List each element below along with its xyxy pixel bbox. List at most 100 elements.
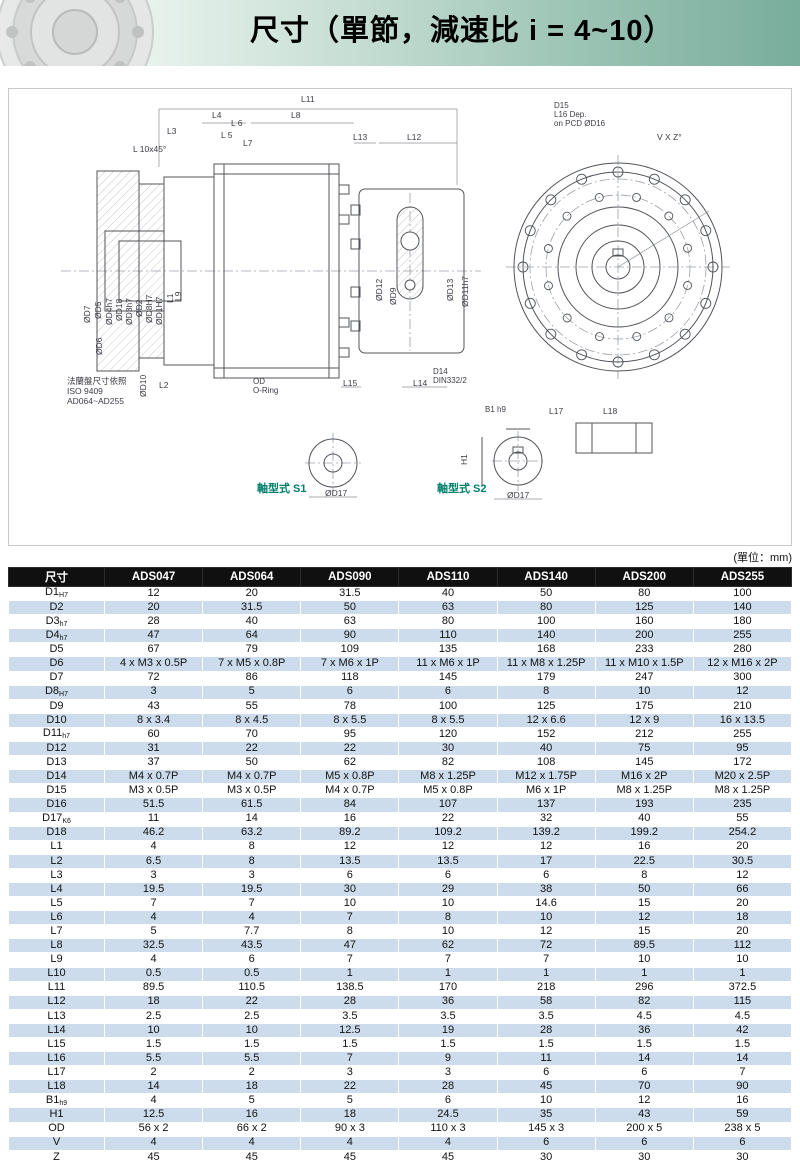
table-cell: 22.5 (594, 853, 694, 869)
table-cell: 255 (692, 726, 793, 743)
shaft-type-s1-label: 軸型式 S1 (257, 483, 307, 495)
table-cell: 6 (398, 1093, 498, 1109)
row-label: L3 (8, 867, 105, 883)
table-cell: 200 (594, 628, 694, 644)
table-cell: 235 (692, 797, 793, 813)
table-cell: 6 (202, 952, 302, 968)
table-cell: 372.5 (692, 980, 793, 996)
table-cell: 16 x 13.5 (692, 712, 793, 728)
table-cell: M12 x 1.75P (496, 769, 596, 785)
shaft-s2-view (481, 428, 543, 486)
table-cell: 22 (202, 994, 302, 1010)
table-cell: 24.5 (398, 1107, 498, 1123)
table-cell: 120 (398, 726, 498, 743)
row-label: D14 (8, 769, 105, 785)
dim-label: L15 (343, 378, 358, 388)
table-cell: 28 (103, 614, 204, 630)
row-label: L13 (8, 1008, 105, 1024)
table-cell: 63 (300, 614, 400, 630)
table-cell: 80 (594, 585, 694, 602)
table-cell: 4 x M3 x 0.5P (103, 656, 204, 672)
table-cell: 118 (300, 670, 400, 686)
column-header-model: ADS047 (103, 567, 204, 587)
bolt-holes (517, 166, 719, 368)
table-cell: 10 (398, 924, 498, 940)
table-cell: 125 (496, 698, 596, 714)
table-cell: 16 (594, 839, 694, 855)
table-cell: 6 (398, 684, 498, 700)
table-cell: 4.5 (692, 1008, 793, 1024)
row-label: L9 (8, 952, 105, 968)
table-cell: 67 (103, 642, 204, 658)
table-cell: 8 (202, 853, 302, 869)
table-cell: 50 (300, 600, 400, 616)
table-cell: 29 (398, 881, 498, 898)
table-cell: 79 (202, 642, 302, 658)
table-cell: 1.5 (103, 1036, 204, 1053)
page-header: 尺寸（單節，減速比 i = 4~10） (0, 0, 800, 66)
table-cell: 4 (103, 910, 204, 926)
table-cell: 47 (300, 938, 400, 954)
table-cell: 12 x 6.6 (496, 712, 596, 728)
table-cell: 110 (398, 628, 498, 644)
table-cell: 100 (398, 698, 498, 714)
row-label: D16 (8, 797, 105, 813)
section-view (96, 163, 350, 379)
table-cell: 300 (692, 670, 793, 686)
table-cell: 18 (692, 910, 793, 926)
dim-label: L7 (243, 138, 253, 148)
table-cell: 4 (202, 910, 302, 926)
table-cell: 3.5 (496, 1008, 596, 1024)
table-cell: 90 x 3 (300, 1121, 400, 1137)
table-cell: 30 (692, 1149, 793, 1165)
row-label: D12 (8, 741, 105, 757)
table-cell: 107 (398, 797, 498, 813)
table-cell: 84 (300, 797, 400, 813)
table-cell: 152 (496, 726, 596, 743)
table-cell: 43.5 (202, 938, 302, 954)
table-cell: 12 (692, 684, 793, 700)
table-cell: 1 (300, 966, 400, 982)
dim-label: ØD5 (93, 301, 103, 319)
table-cell: 7 x M5 x 0.8P (202, 656, 302, 672)
dim-label: D14 DIN332/2 (433, 367, 467, 386)
table-cell: 3.5 (398, 1008, 498, 1024)
dim-label: L9 (173, 291, 183, 301)
table-cell: 6 (692, 1135, 793, 1151)
table-cell: 62 (300, 755, 400, 771)
table-cell: 40 (594, 811, 694, 827)
table-cell: 30 (594, 1149, 694, 1165)
table-cell: 199.2 (594, 825, 694, 841)
table-cell: 8 x 5.5 (398, 712, 498, 728)
dim-label: ØD9 (388, 287, 398, 305)
table-cell: 4 (103, 952, 204, 968)
table-cell: 12 (300, 839, 400, 855)
table-cell: 35 (496, 1107, 596, 1123)
dim-label: L18 (603, 406, 618, 416)
dim-label: L4 (212, 110, 222, 120)
table-cell: 112 (692, 938, 793, 954)
table-cell: 43 (594, 1107, 694, 1123)
dim-label: B1 h9 (485, 405, 506, 414)
table-cell: 8 (202, 839, 302, 855)
table-cell: 12 x M16 x 2P (692, 656, 793, 672)
column-header-model: ADS140 (496, 567, 596, 587)
table-cell: 55 (692, 811, 793, 827)
column-header-model: ADS064 (202, 567, 302, 587)
table-cell: 12 (594, 910, 694, 926)
table-cell: 82 (594, 994, 694, 1010)
row-label: D11h7 (8, 726, 105, 743)
table-cell: 78 (300, 698, 400, 714)
table-cell: 200 x 5 (594, 1121, 694, 1137)
